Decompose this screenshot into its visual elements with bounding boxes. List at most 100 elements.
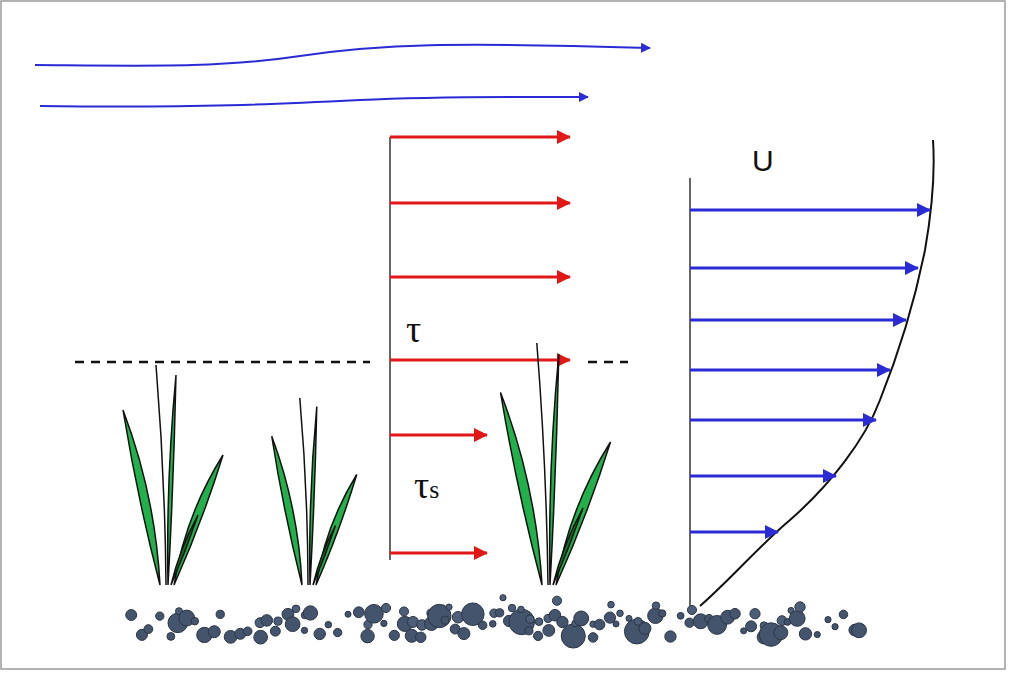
pebble xyxy=(381,620,387,626)
pebble xyxy=(795,602,805,612)
pebble xyxy=(665,631,676,642)
bed-stress-label: τs xyxy=(414,466,439,504)
blade xyxy=(300,398,308,585)
pebble xyxy=(574,611,589,626)
pebble xyxy=(191,617,199,625)
pebble xyxy=(301,627,307,633)
pebble xyxy=(594,619,605,630)
streamline xyxy=(35,45,650,66)
pebble xyxy=(518,606,525,613)
pebble xyxy=(852,623,867,638)
stress-label: τ xyxy=(406,310,421,348)
pebble xyxy=(381,603,390,612)
pebble xyxy=(478,621,487,630)
leaf xyxy=(313,526,336,586)
pebble xyxy=(303,606,317,620)
pebble xyxy=(535,618,543,626)
pebble xyxy=(208,626,220,638)
pebble xyxy=(292,605,300,613)
pebble xyxy=(500,595,506,601)
streamline xyxy=(40,97,588,107)
velocity-arrow xyxy=(690,267,918,270)
pebble xyxy=(167,633,175,641)
stress-arrow xyxy=(390,434,487,437)
stress-arrow xyxy=(390,359,570,362)
pebble xyxy=(216,610,224,618)
pebble xyxy=(543,625,555,637)
pebble xyxy=(261,615,273,627)
pebble xyxy=(617,610,624,617)
stress-arrow xyxy=(390,276,570,279)
pebble xyxy=(254,630,268,644)
pebble xyxy=(458,628,470,640)
pebble xyxy=(156,612,164,620)
velocity-arrow xyxy=(690,419,876,422)
pebble xyxy=(677,612,684,619)
blade xyxy=(156,365,166,585)
pebble xyxy=(243,627,252,636)
pebble xyxy=(825,617,831,623)
leaf xyxy=(553,508,583,585)
pebble xyxy=(285,617,300,632)
leaf xyxy=(171,515,198,585)
pebble xyxy=(685,618,694,627)
canopy-line xyxy=(75,361,370,364)
stress-profile xyxy=(390,137,570,560)
pebble xyxy=(389,630,399,640)
velocity-arrow xyxy=(690,369,890,372)
stress-arrow xyxy=(390,136,570,139)
pebble xyxy=(730,608,741,619)
pebble xyxy=(325,621,332,628)
leaf xyxy=(550,354,559,585)
pebble xyxy=(144,625,153,634)
pebble xyxy=(561,624,585,648)
pebble xyxy=(446,604,452,610)
velocity-arrow xyxy=(690,531,778,534)
pebble xyxy=(416,632,426,642)
pebble xyxy=(789,611,805,627)
pebble xyxy=(814,632,820,638)
pebble xyxy=(588,633,598,643)
pebble xyxy=(639,622,651,634)
pebble xyxy=(365,604,384,623)
leaf xyxy=(168,375,176,585)
pebble xyxy=(613,621,619,627)
pebble xyxy=(496,609,504,617)
pebble xyxy=(334,628,342,636)
velocity-profile xyxy=(690,140,934,606)
pebble xyxy=(508,604,515,611)
pebble xyxy=(361,629,374,642)
pebble xyxy=(441,616,449,624)
velocity-arrow xyxy=(690,475,836,478)
pebble xyxy=(126,610,137,621)
leaf xyxy=(501,393,543,586)
pebble xyxy=(832,624,838,630)
pebble xyxy=(750,609,760,619)
pebble xyxy=(525,627,533,635)
leaf xyxy=(556,442,611,585)
canopy-line xyxy=(588,361,628,364)
leaf xyxy=(272,436,302,585)
velocity-label: U xyxy=(752,146,774,176)
pebble xyxy=(552,596,561,605)
velocity-arrow xyxy=(690,209,930,212)
pebble xyxy=(774,626,788,640)
blade xyxy=(537,343,548,585)
pebble xyxy=(608,601,615,608)
pebble xyxy=(489,621,496,628)
pebble xyxy=(526,615,534,623)
pebble xyxy=(314,628,325,639)
leaf xyxy=(316,475,357,586)
sediment-bed xyxy=(126,595,867,648)
pebble xyxy=(652,602,659,609)
pebble xyxy=(270,626,280,636)
stress-arrow xyxy=(390,552,487,555)
pebble xyxy=(799,628,811,640)
pebble xyxy=(659,610,666,617)
pebble xyxy=(400,607,409,616)
pebble xyxy=(533,631,542,640)
velocity-arrow xyxy=(690,319,906,322)
pebble xyxy=(353,607,364,618)
